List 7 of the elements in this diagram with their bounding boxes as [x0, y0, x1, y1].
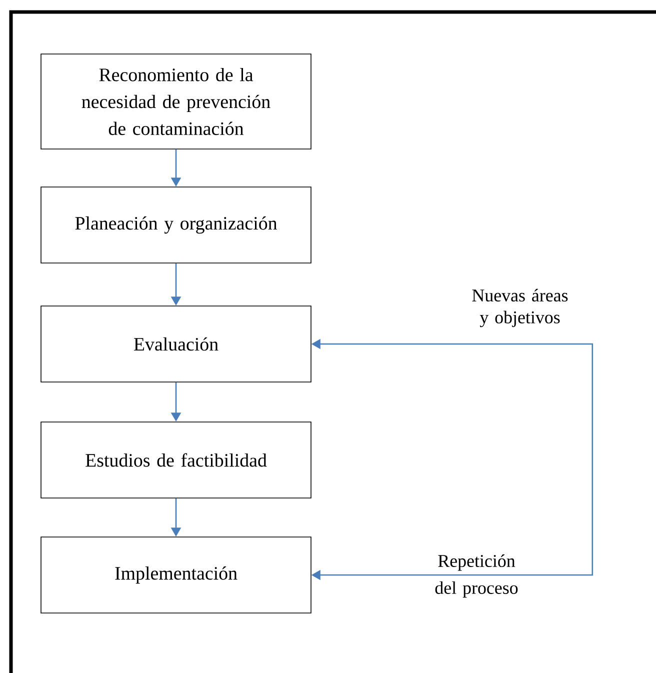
loop-label: Nuevas áreas y objetivos	[472, 288, 568, 328]
edge-label: Repetición del proceso	[435, 554, 518, 598]
process-box: Planeación y organización	[40, 186, 312, 264]
process-box: Estudios de factibilidad	[40, 422, 312, 498]
process-box: Implementación	[40, 536, 312, 614]
process-box: Reconomiento de la necesidad de prevención de contaminación	[40, 54, 312, 150]
process-box: Evaluación	[40, 306, 312, 382]
